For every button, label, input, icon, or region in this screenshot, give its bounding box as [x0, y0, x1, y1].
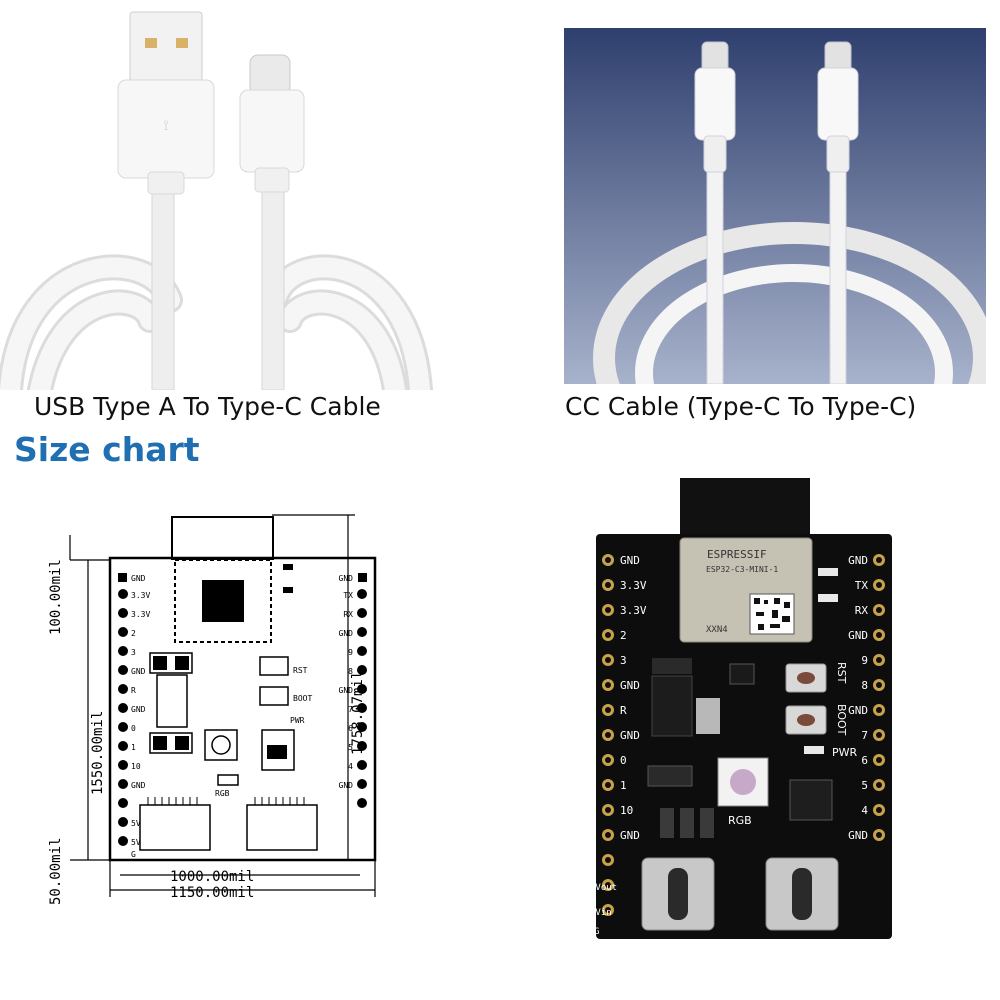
cc-cable-photo	[564, 28, 986, 384]
right-pin-holes	[357, 573, 367, 808]
photo-right-pin-label: GND	[848, 704, 868, 717]
photo-rst-label: RST	[835, 662, 848, 684]
dim-bottom-margin: 50.00mil	[48, 838, 64, 905]
photo-boot-label: BOOT	[835, 704, 848, 736]
svg-text:⟟: ⟟	[163, 118, 168, 134]
drawing-left-pin-label: 0	[131, 724, 136, 733]
photo-left-pin-label: GND	[620, 729, 640, 742]
photo-right-pin-label: TX	[855, 579, 869, 592]
drawing-left-pin-label: GND	[131, 574, 146, 583]
drawing-left-pin-label: G	[131, 850, 136, 859]
drawing-boot-label: BOOT	[293, 694, 312, 703]
drawing-left-pin-label: R	[131, 686, 136, 695]
photo-left-pin-labels: GND 3.3V 3.3V 2 3 GND R GND 0 1 10 GND 5…	[590, 554, 647, 937]
photo-left-pin-label: R	[620, 704, 627, 717]
drawing-rst-label: RST	[293, 666, 308, 675]
drawing-left-pin-label: 1	[131, 743, 136, 752]
drawing-left-pin-label: 3	[131, 648, 136, 657]
photo-left-pin-label: G	[594, 927, 599, 937]
photo-left-pin-label: GND	[620, 829, 640, 842]
photo-right-pin-label: 9	[861, 654, 868, 667]
photo-left-pin-label: 1	[620, 779, 627, 792]
drawing-right-pin-label: 8	[348, 667, 353, 676]
photo-left-pin-label: 3	[620, 654, 627, 667]
dimension-drawing: GND 3.3V 3.3V 2 3 GND R GND 0 1 10 GND 5…	[48, 514, 377, 905]
usb-a-cable-caption: USB Type A To Type-C Cable	[34, 392, 381, 421]
photo-left-pin-label: 5Vout	[590, 883, 617, 893]
cc-cable-caption: CC Cable (Type-C To Type-C)	[565, 392, 917, 421]
drawing-left-pin-label: 10	[131, 762, 141, 771]
drawing-left-pin-label: GND	[131, 667, 146, 676]
photo-left-pin-label: 2	[620, 629, 627, 642]
drawing-left-pin-label: 5V	[131, 819, 141, 828]
photo-left-pin-label: 3.3V	[620, 579, 647, 592]
drawing-right-pin-label: 4	[348, 762, 353, 771]
photo-left-pin-label: GND	[620, 679, 640, 692]
drawing-right-pin-label: GND	[339, 781, 354, 790]
photo-right-pin-label: 4	[861, 804, 868, 817]
photo-right-pin-label: 7	[861, 729, 868, 742]
module-model: ESP32-C3-MINI-1	[706, 565, 778, 574]
drawing-rgb-label: RGB	[215, 789, 230, 798]
dim-total-height: 1758.07mil	[350, 671, 366, 755]
photo-right-pin-label: 8	[861, 679, 868, 692]
drawing-left-pin-label: 3.3V	[131, 591, 150, 600]
dim-inner-width: 1000.00mil	[170, 869, 254, 885]
drawing-pwr-label: PWR	[290, 716, 305, 725]
drawing-right-pin-label: GND	[339, 574, 354, 583]
dim-inner-height: 1550.00mil	[90, 711, 106, 795]
drawing-right-pin-label: GND	[339, 629, 354, 638]
photo-right-pin-label: 6	[861, 754, 868, 767]
drawing-right-pin-label: 6	[348, 724, 353, 733]
module-brand: ESPRESSIF	[707, 548, 767, 561]
drawing-left-pin-label: 2	[131, 629, 136, 638]
dim-total-width: 1150.00mil	[170, 885, 254, 901]
left-pin-holes	[118, 573, 128, 846]
photo-left-pin-label: 5Vin	[590, 908, 612, 918]
drawing-left-pin-label: 5V	[131, 838, 141, 847]
photo-right-pin-label: GND	[848, 829, 868, 842]
drawing-right-pin-label: 9	[348, 648, 353, 657]
drawing-right-pin-label: GND	[339, 686, 354, 695]
drawing-right-pin-label: 7	[348, 705, 353, 714]
drawing-left-pin-label: GND	[131, 705, 146, 714]
drawing-right-pin-label: 5	[348, 743, 353, 752]
photo-right-pin-label: RX	[855, 604, 869, 617]
usb-a-cable-photo: ⟟	[0, 0, 460, 390]
photo-right-pin-label: GND	[848, 629, 868, 642]
left-pin-labels: GND 3.3V 3.3V 2 3 GND R GND 0 1 10 GND 5…	[131, 574, 150, 859]
dim-top-margin: 100.00mil	[48, 559, 64, 635]
photo-left-pin-label: 10	[620, 804, 633, 817]
drawing-left-pin-label: GND	[131, 781, 146, 790]
photo-rgb-label: RGB	[728, 814, 752, 827]
photo-pwr-label: PWR	[832, 746, 858, 759]
size-chart-title: Size chart	[14, 430, 200, 469]
drawing-left-pin-label: 3.3V	[131, 610, 150, 619]
photo-left-pin-label: GND	[620, 554, 640, 567]
photo-right-pin-labels: GND TX RX GND 9 8 GND 7 6 5 4 GND	[848, 554, 868, 842]
photo-left-pin-label: 0	[620, 754, 627, 767]
board-photo: ESPRESSIF ESP32-C3-MINI-1 XXN4 GND 3.3V …	[590, 478, 892, 939]
module-code: XXN4	[706, 625, 728, 635]
photo-right-pin-label: GND	[848, 554, 868, 567]
photo-right-pin-label: 5	[861, 779, 868, 792]
photo-left-pin-label: 3.3V	[620, 604, 647, 617]
